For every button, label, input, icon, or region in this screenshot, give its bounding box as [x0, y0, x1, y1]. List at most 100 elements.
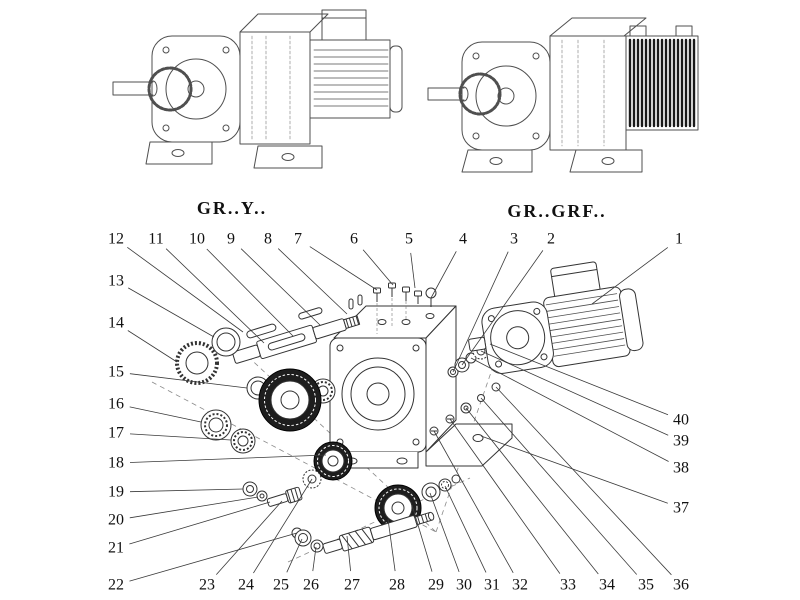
leader-line-2	[461, 250, 544, 366]
leader-line-6	[362, 249, 394, 286]
leader-line-7	[309, 246, 378, 291]
assembled-unit-gr-y	[112, 9, 403, 169]
callout-number-2: 2	[547, 231, 555, 248]
fin-line	[552, 338, 625, 351]
callout-number-23: 23	[199, 577, 215, 594]
variant-label-gr-y: GR..Y..	[197, 198, 267, 218]
brake-cover-fins	[628, 38, 696, 128]
leader-line-1	[591, 247, 669, 305]
callout-number-4: 4	[459, 231, 467, 248]
fin-line	[545, 293, 618, 306]
leader-line-3	[452, 251, 509, 373]
leader-line-35	[480, 397, 637, 575]
gear-medium	[313, 441, 353, 481]
leader-line-8	[277, 248, 348, 315]
callout-number-5: 5	[405, 231, 413, 248]
callout-number-1: 1	[675, 231, 683, 248]
callout-number-38: 38	[673, 460, 689, 477]
leader-line-20	[129, 496, 259, 519]
callout-number-16: 16	[108, 396, 124, 413]
fin-line	[553, 344, 626, 357]
leader-line-24	[253, 478, 313, 574]
fin-line	[547, 306, 620, 319]
callout-number-3: 3	[510, 231, 518, 248]
leader-line-22	[129, 532, 298, 582]
callout-number-12: 12	[108, 231, 124, 248]
callout-number-35: 35	[638, 577, 654, 594]
leader-line-9	[240, 248, 321, 326]
callout-number-14: 14	[108, 315, 124, 332]
callout-number-31: 31	[484, 577, 500, 594]
callout-number-8: 8	[264, 231, 272, 248]
leader-line-13	[128, 287, 215, 338]
leader-line-18	[129, 454, 327, 463]
fin-line	[551, 331, 624, 344]
leader-line-4	[430, 251, 457, 299]
callout-number-40: 40	[673, 412, 689, 429]
fin-line	[549, 318, 622, 331]
callout-number-26: 26	[303, 577, 319, 594]
variant-label-gr-grf: GR..GRF..	[507, 201, 606, 221]
gear-large	[258, 368, 322, 432]
callout-number-32: 32	[512, 577, 528, 594]
leader-line-15	[129, 373, 248, 389]
callout-number-27: 27	[344, 577, 360, 594]
callout-number-10: 10	[189, 231, 205, 248]
leader-line-28	[387, 518, 396, 572]
callout-number-25: 25	[273, 577, 289, 594]
motor-cooling-fins	[545, 293, 626, 357]
leader-line-17	[129, 433, 232, 441]
assembled-unit-gr-grf	[427, 17, 699, 173]
leader-line-26	[312, 546, 317, 572]
leader-line-10	[206, 248, 294, 337]
leader-line-14	[127, 330, 178, 363]
leader-line-21	[129, 501, 271, 545]
callout-number-17: 17	[108, 425, 124, 442]
motor	[468, 261, 644, 374]
gears	[258, 368, 422, 532]
fan-cover	[619, 288, 644, 352]
leader-line-36	[495, 386, 672, 576]
callout-number-30: 30	[456, 577, 472, 594]
leader-line-32	[433, 430, 514, 573]
callout-number-22: 22	[108, 577, 124, 594]
callout-number-36: 36	[673, 577, 689, 594]
callout-number-19: 19	[108, 484, 124, 501]
callout-number-20: 20	[108, 512, 124, 529]
motor-fins	[313, 49, 389, 107]
callout-number-39: 39	[673, 433, 689, 450]
leader-line-31	[444, 485, 487, 573]
leader-line-30	[429, 492, 460, 573]
leader-line-27	[346, 535, 351, 572]
leader-line-38	[470, 357, 669, 462]
intermediate-parts	[242, 481, 303, 539]
housing-top-bolts	[348, 282, 437, 334]
leader-line-37	[480, 435, 668, 504]
leader-line-40	[489, 343, 669, 416]
callout-number-33: 33	[560, 577, 576, 594]
eye-bolt	[425, 287, 437, 299]
callout-number-29: 29	[428, 577, 444, 594]
leader-line-25	[286, 538, 303, 573]
callout-number-11: 11	[148, 231, 163, 248]
callout-number-21: 21	[108, 540, 124, 557]
fin-line	[546, 299, 619, 312]
callout-number-13: 13	[108, 273, 124, 290]
callout-number-28: 28	[389, 577, 405, 594]
leader-line-23	[216, 500, 283, 575]
leader-line-11	[165, 248, 265, 344]
callout-number-18: 18	[108, 455, 124, 472]
fin-line	[548, 312, 621, 325]
pinion-small	[266, 486, 303, 507]
callout-number-6: 6	[350, 231, 358, 248]
leader-line-5	[410, 252, 416, 289]
callout-number-15: 15	[108, 364, 124, 381]
leader-line-29	[411, 504, 433, 572]
leader-line-39	[480, 350, 669, 436]
callout-number-37: 37	[673, 500, 689, 517]
callout-number-7: 7	[294, 231, 302, 248]
shaft-key-2	[298, 307, 323, 320]
